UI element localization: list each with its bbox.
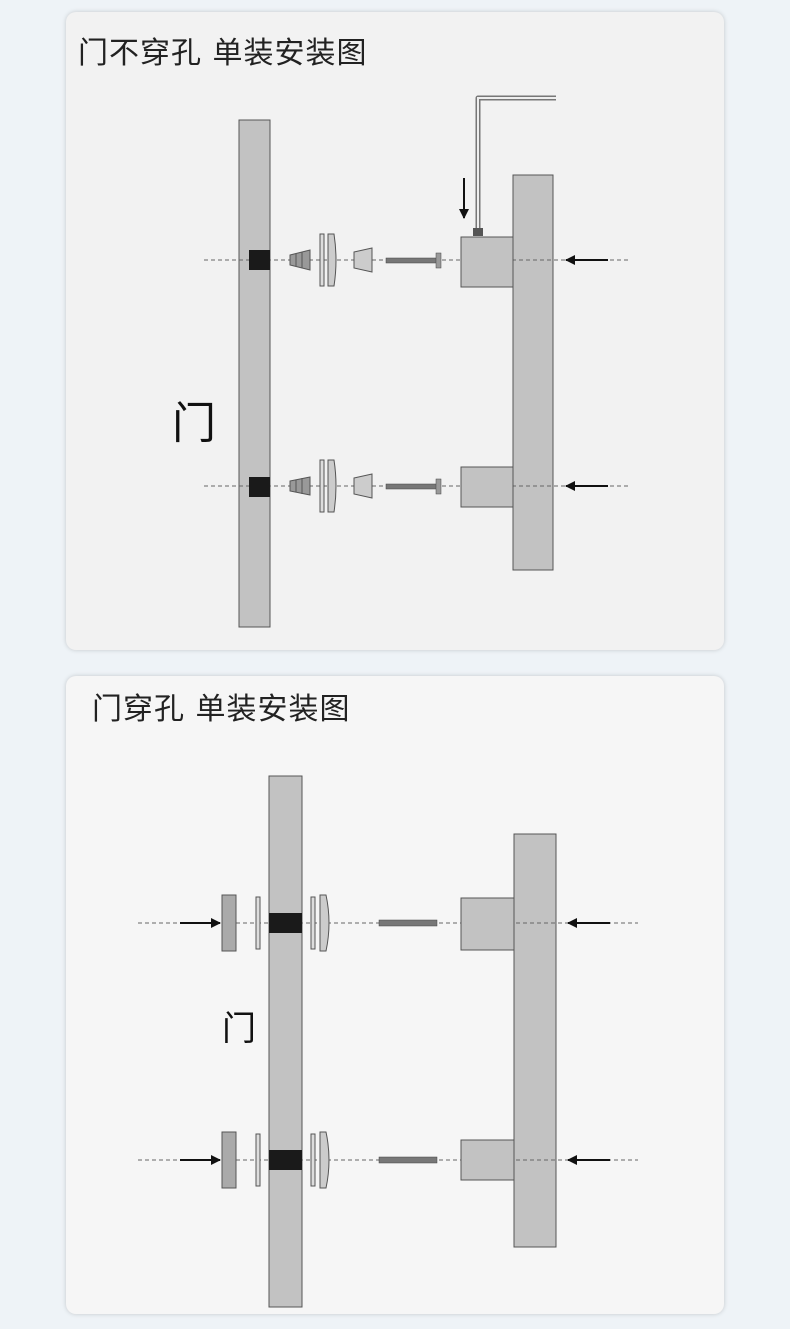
handle-mount <box>460 1139 515 1181</box>
handle-mount <box>460 236 514 288</box>
handle-mount <box>460 466 514 508</box>
cover-cap-icon <box>327 233 337 287</box>
screw-icon <box>385 257 439 264</box>
door-label: 门 <box>172 398 216 449</box>
back-cap-icon <box>221 894 237 952</box>
mount-cap-icon <box>353 473 373 499</box>
back-cap-icon <box>221 1131 237 1189</box>
washer-icon <box>255 896 261 950</box>
handle-bar <box>513 833 557 1248</box>
door-hole <box>249 250 270 270</box>
install-diagram-drilled: 门穿孔 单装安装图 <box>66 676 724 1314</box>
door-hole <box>269 1150 302 1170</box>
mount-row-bottom <box>138 1131 638 1189</box>
handle-bar <box>512 174 554 571</box>
door-hole <box>269 913 302 933</box>
diagram-svg <box>204 95 631 628</box>
mount-row-bottom <box>204 459 631 513</box>
washer-icon <box>319 459 325 513</box>
panel-title: 门穿孔 单装安装图 <box>92 692 351 727</box>
door-hole <box>249 477 270 497</box>
mount-row-top <box>204 95 631 288</box>
washer-icon <box>310 896 316 950</box>
diagram-svg <box>138 775 638 1308</box>
install-diagram-no-drill: 门不穿孔 单装安装图 <box>66 12 724 650</box>
washer-icon <box>319 233 325 287</box>
door-label: 门 <box>222 1009 256 1049</box>
mount-cap-icon <box>353 247 373 273</box>
screw-icon <box>378 1156 438 1164</box>
mount-cap-icon <box>319 1131 330 1189</box>
wall-anchor-icon <box>289 249 311 271</box>
panel-title: 门不穿孔 单装安装图 <box>78 36 368 71</box>
screw-icon <box>378 919 438 927</box>
wall-anchor-icon <box>289 476 311 496</box>
washer-icon <box>255 1133 261 1187</box>
mount-row-top <box>138 894 638 952</box>
mount-cap-icon <box>319 894 330 952</box>
washer-icon <box>310 1133 316 1187</box>
door-panel <box>238 119 271 628</box>
screw-icon <box>385 483 439 490</box>
cover-cap-icon <box>327 459 337 513</box>
handle-mount <box>460 897 515 951</box>
door-panel <box>268 775 303 1308</box>
